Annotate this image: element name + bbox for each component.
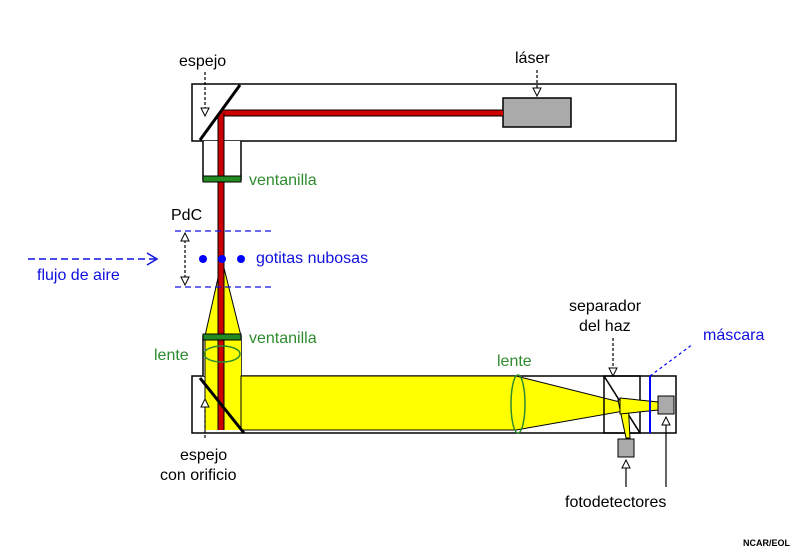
detector-bottom bbox=[617, 438, 635, 458]
pdc-arrow-up bbox=[180, 231, 190, 242]
top-window bbox=[202, 175, 242, 183]
foto-pointer-left-head bbox=[621, 458, 631, 469]
label-gotitas: gotitas nubosas bbox=[256, 250, 368, 267]
bottom-mirror bbox=[198, 377, 246, 434]
label-ventanilla-bottom: ventanilla bbox=[249, 330, 317, 347]
detector-right bbox=[657, 395, 675, 415]
droplet bbox=[237, 255, 245, 263]
top-mirror bbox=[198, 84, 242, 141]
pdc-arrow-down bbox=[180, 276, 190, 287]
label-lente-left: lente bbox=[154, 347, 189, 364]
droplet bbox=[218, 255, 226, 263]
laser-box bbox=[502, 97, 572, 128]
label-flujo: flujo de aire bbox=[37, 267, 120, 284]
label-mascara: máscara bbox=[703, 327, 764, 344]
bottom-window bbox=[202, 333, 242, 341]
airflow-arrow-head bbox=[146, 252, 159, 266]
lens-left bbox=[203, 345, 241, 363]
foto-pointer-right-head bbox=[661, 415, 671, 426]
laser-pointer-head bbox=[532, 87, 542, 98]
separador-pointer-head bbox=[608, 367, 618, 378]
label-espejo-bottom-2: con orificio bbox=[160, 467, 237, 484]
label-laser: láser bbox=[515, 50, 550, 67]
mask-leader bbox=[649, 343, 694, 377]
label-espejo-bottom-1: espejo bbox=[180, 447, 227, 464]
label-ventanilla-top: ventanilla bbox=[249, 172, 317, 189]
espejo-bottom-pointer-head bbox=[200, 397, 210, 408]
espejo-top-pointer-head bbox=[200, 107, 210, 118]
label-pdc: PdC bbox=[171, 207, 202, 224]
droplet bbox=[199, 255, 207, 263]
lens-right bbox=[510, 374, 526, 434]
label-lente-right: lente bbox=[497, 353, 532, 370]
label-fotodetectores: fotodetectores bbox=[565, 494, 666, 511]
credit-label: NCAR/EOL bbox=[743, 538, 791, 548]
label-espejo-top: espejo bbox=[179, 53, 226, 70]
label-separador-2: del haz bbox=[579, 318, 631, 335]
label-separador-1: separador bbox=[569, 298, 642, 315]
